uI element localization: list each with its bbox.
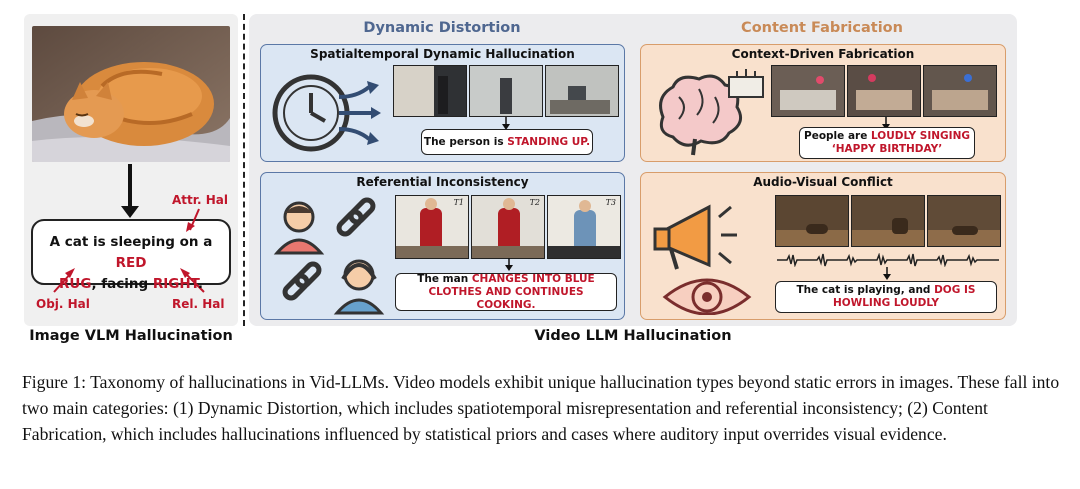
- spatiotemporal-box: Spatialtemporal Dynamic Hallucination Th…: [260, 44, 625, 162]
- video-frame: [469, 65, 543, 117]
- video-frame: [851, 195, 925, 247]
- video-frame: [545, 65, 619, 117]
- megaphone-eye-icon: [653, 204, 752, 315]
- dashed-divider: [243, 14, 245, 326]
- video-frame: [847, 65, 921, 117]
- video-frame: T1: [395, 195, 469, 259]
- video-frame: [775, 195, 849, 247]
- obj-hal-label: Obj. Hal: [36, 297, 90, 311]
- audio-visual-box: Audio-Visual Conflict The cat is playing…: [640, 172, 1006, 320]
- image-vlm-caption: Image VLM Hallucination: [29, 328, 233, 344]
- context-fabrication-title: Context-Driven Fabrication: [731, 47, 915, 61]
- context-fabrication-box: Context-Driven Fabrication People are LO…: [640, 44, 1006, 162]
- spatiotemporal-callout: The person is STANDING UP.: [421, 129, 593, 155]
- video-frame: T2: [471, 195, 545, 259]
- down-arrow-icon: [505, 258, 513, 271]
- video-llm-caption: Video LLM Hallucination: [534, 328, 732, 344]
- audio-visual-callout: The cat is playing, and DOG IS HOWLING L…: [775, 281, 997, 313]
- video-frame: T3: [547, 195, 621, 259]
- dynamic-distortion-title: Dynamic Distortion: [363, 20, 521, 36]
- image-hallucination-sentence: A cat is sleeping on a RED RUG, facing R…: [49, 234, 213, 292]
- audio-visual-title: Audio-Visual Conflict: [753, 175, 893, 189]
- referential-box: Referential Inconsistency T1 T2 T3 The m…: [260, 172, 625, 320]
- video-frame: [393, 65, 467, 117]
- down-arrow-icon: [502, 117, 510, 130]
- attr-hal-label: Attr. Hal: [172, 193, 228, 207]
- clock-icon: [272, 74, 381, 152]
- brain-cake-icon: [659, 69, 764, 156]
- referential-title: Referential Inconsistency: [356, 175, 529, 189]
- video-frame: [771, 65, 845, 117]
- cat-photo: [32, 26, 230, 162]
- user-swap-icon: [273, 197, 385, 315]
- audio-waveform: [777, 253, 999, 267]
- rel-hal-label: Rel. Hal: [172, 297, 225, 311]
- context-fabrication-callout: People are LOUDLY SINGING ‘HAPPY BIRTHDA…: [799, 127, 975, 159]
- annotation-arrows: [31, 164, 231, 293]
- video-frame: [927, 195, 1001, 247]
- spatiotemporal-title: Spatialtemporal Dynamic Hallucination: [310, 47, 575, 61]
- figure-caption: Figure 1: Taxonomy of hallucinations in …: [22, 372, 1060, 444]
- down-arrow-icon: [883, 267, 891, 280]
- content-fabrication-title: Content Fabrication: [741, 20, 903, 36]
- referential-callout: The man CHANGES INTO BLUE CLOTHES AND CO…: [395, 273, 617, 311]
- video-frame: [923, 65, 997, 117]
